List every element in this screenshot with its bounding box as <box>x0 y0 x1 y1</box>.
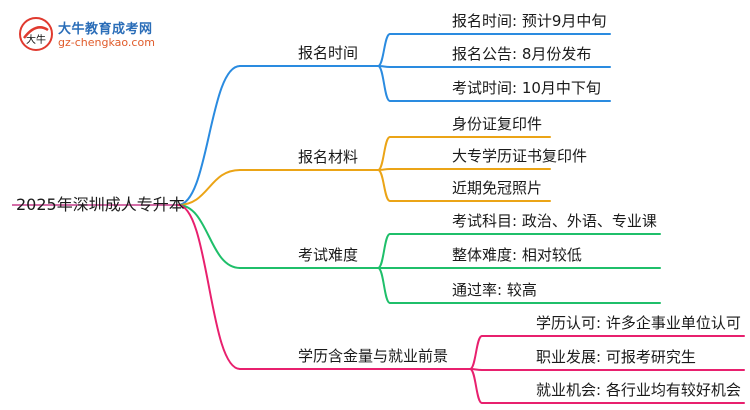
edges <box>12 33 745 404</box>
leaf-connector <box>377 33 391 67</box>
root-node: 2025年深圳成人专升本 <box>16 195 185 214</box>
root-connector <box>177 169 241 206</box>
root-connector <box>177 204 241 370</box>
logo-icon: 大牛 <box>19 17 53 51</box>
leaf-connector <box>377 136 391 171</box>
branch-node-registration-time: 报名时间 <box>298 44 359 62</box>
leaf-connector <box>377 233 391 269</box>
site-name: 大牛教育成考网 <box>58 22 153 37</box>
branch-node-career: 学历含金量与就业前景 <box>298 347 449 365</box>
leaf-connector <box>469 368 483 404</box>
leaf-node: 就业机会: 各行业均有较好机会 <box>536 381 741 399</box>
branch-node-materials: 报名材料 <box>298 148 359 166</box>
leaf-connector <box>377 65 391 102</box>
leaf-node: 身份证复印件 <box>452 115 543 133</box>
leaf-node: 学历认可: 许多企事业单位认可 <box>536 314 741 332</box>
leaf-node: 近期免冠照片 <box>452 179 543 197</box>
leaf-node: 考试科目: 政治、外语、专业课 <box>452 212 657 230</box>
branch-node-difficulty: 考试难度 <box>298 246 359 264</box>
root-connector <box>177 204 241 269</box>
leaf-node: 通过率: 较高 <box>452 281 537 299</box>
leaf-node: 报名公告: 8月份发布 <box>452 45 592 63</box>
leaf-node: 报名时间: 预计9月中旬 <box>452 12 607 30</box>
leaf-connector <box>469 335 483 370</box>
leaf-node: 考试时间: 10月中下旬 <box>452 79 601 97</box>
root-connector <box>177 65 241 206</box>
leaf-connector <box>377 267 391 304</box>
leaf-node: 职业发展: 可报考研究生 <box>536 348 696 366</box>
site-url: gz-chengkao.com <box>58 36 155 49</box>
leaf-connector <box>377 169 391 202</box>
logo-glyph: 大牛 <box>26 33 46 46</box>
site-logo: 大牛 大牛教育成考网 gz-chengkao.com <box>18 16 168 52</box>
leaf-node: 大专学历证书复印件 <box>452 147 588 165</box>
leaf-node: 整体难度: 相对较低 <box>452 246 582 264</box>
